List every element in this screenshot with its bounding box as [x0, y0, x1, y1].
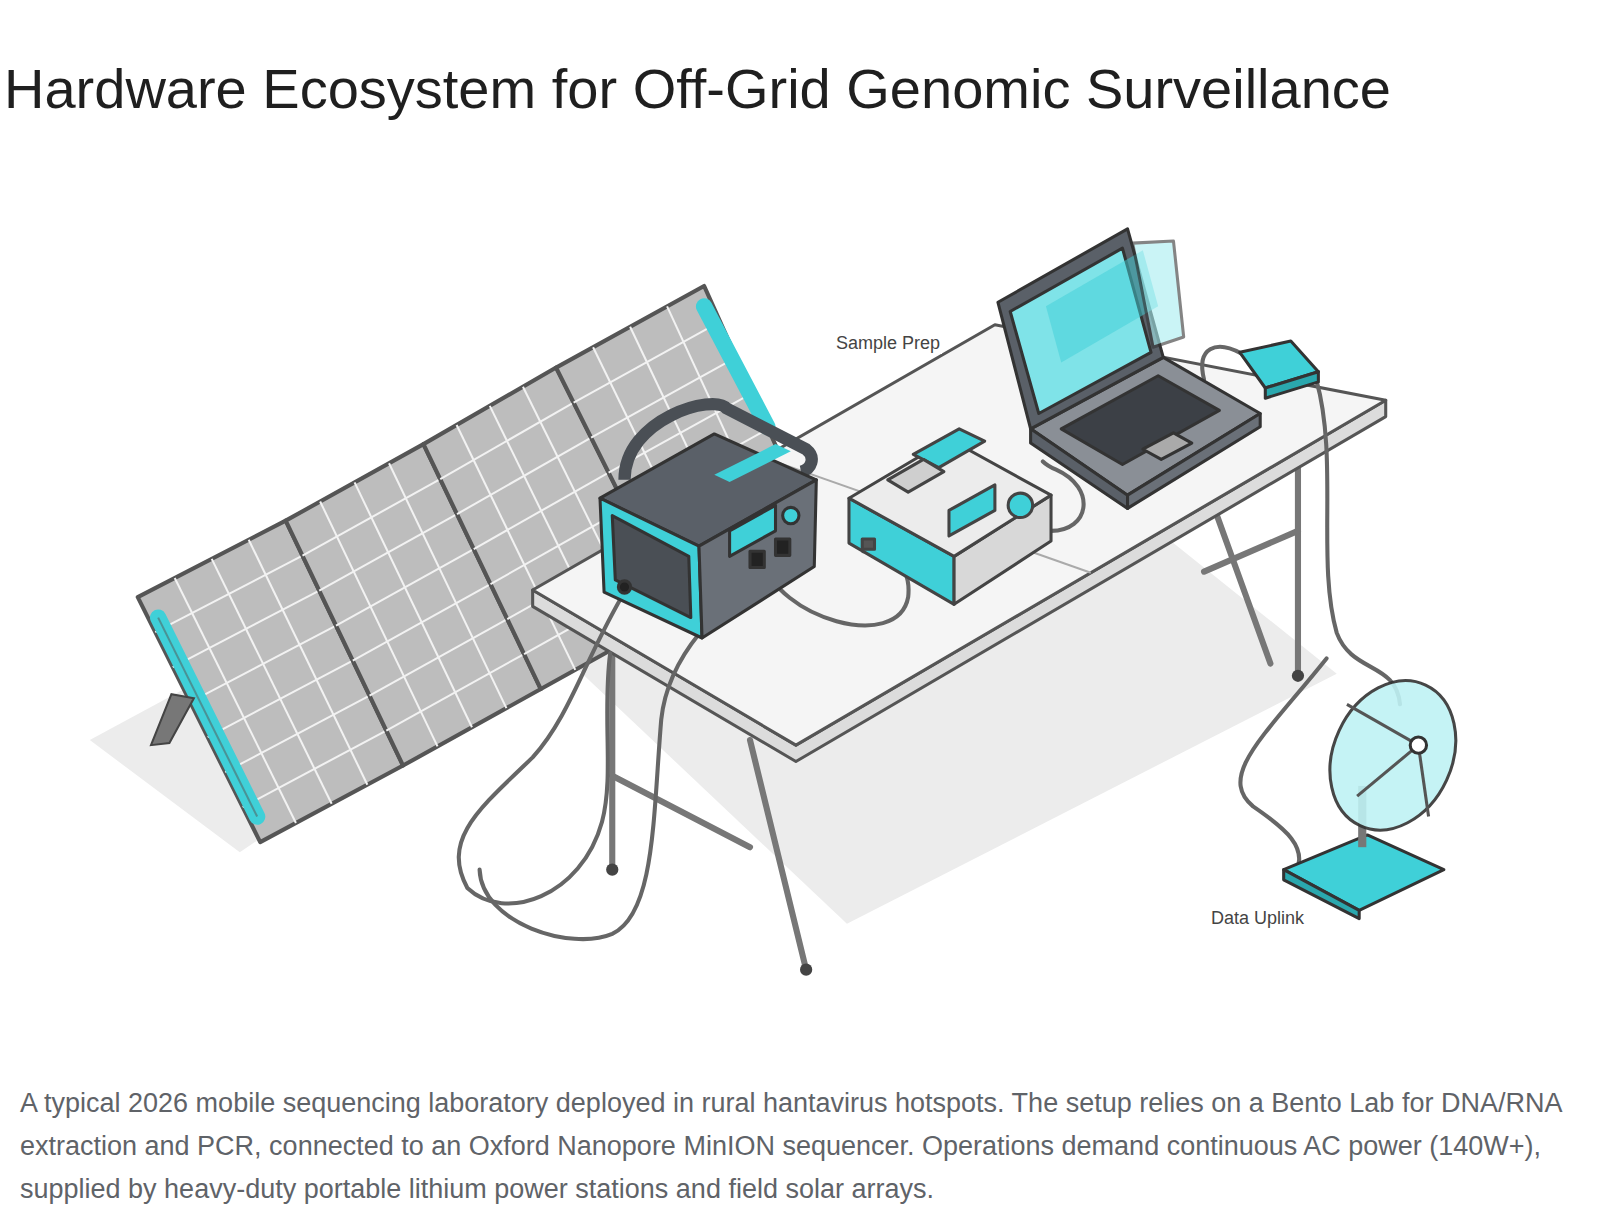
bento-lab [849, 429, 1051, 605]
panel-cell-line [457, 438, 591, 515]
panel-cell-line [336, 549, 474, 626]
leg-foot [800, 964, 812, 976]
panel-cell-line [302, 479, 440, 556]
rugged-laptop [998, 229, 1260, 509]
panel-cell-line [190, 626, 336, 703]
satellite-dish [1284, 660, 1480, 919]
panel-cell-line [173, 591, 320, 668]
panel-cell-line [243, 731, 387, 808]
diagram-title: Hardware Ecosystem for Off-Grid Genomic … [4, 61, 1391, 117]
panel-cell-line [574, 322, 721, 403]
part-label: Data Uplink [1209, 907, 1306, 929]
panel-kickstand [151, 694, 194, 745]
minion-sequencer [1240, 341, 1319, 398]
panel-cell-line [319, 514, 457, 591]
panel-cell-line [474, 473, 609, 550]
panel-cell-line [208, 661, 353, 738]
part-label: Sample Prep [834, 332, 942, 354]
panel-cell-line [353, 584, 491, 661]
leg-foot [1292, 670, 1304, 682]
cables [459, 347, 1400, 939]
table-top [533, 325, 1386, 745]
panel-cell-line [155, 556, 302, 633]
panel-cell-line [386, 654, 524, 731]
power-station [600, 404, 816, 638]
panel-cell-line [370, 619, 508, 696]
panel-cell-line [440, 403, 573, 480]
leg-foot [606, 864, 618, 876]
solar-array [138, 286, 817, 842]
panel-cell-line [225, 696, 369, 773]
figure-caption: A typical 2026 mobile sequencing laborat… [20, 1082, 1585, 1211]
